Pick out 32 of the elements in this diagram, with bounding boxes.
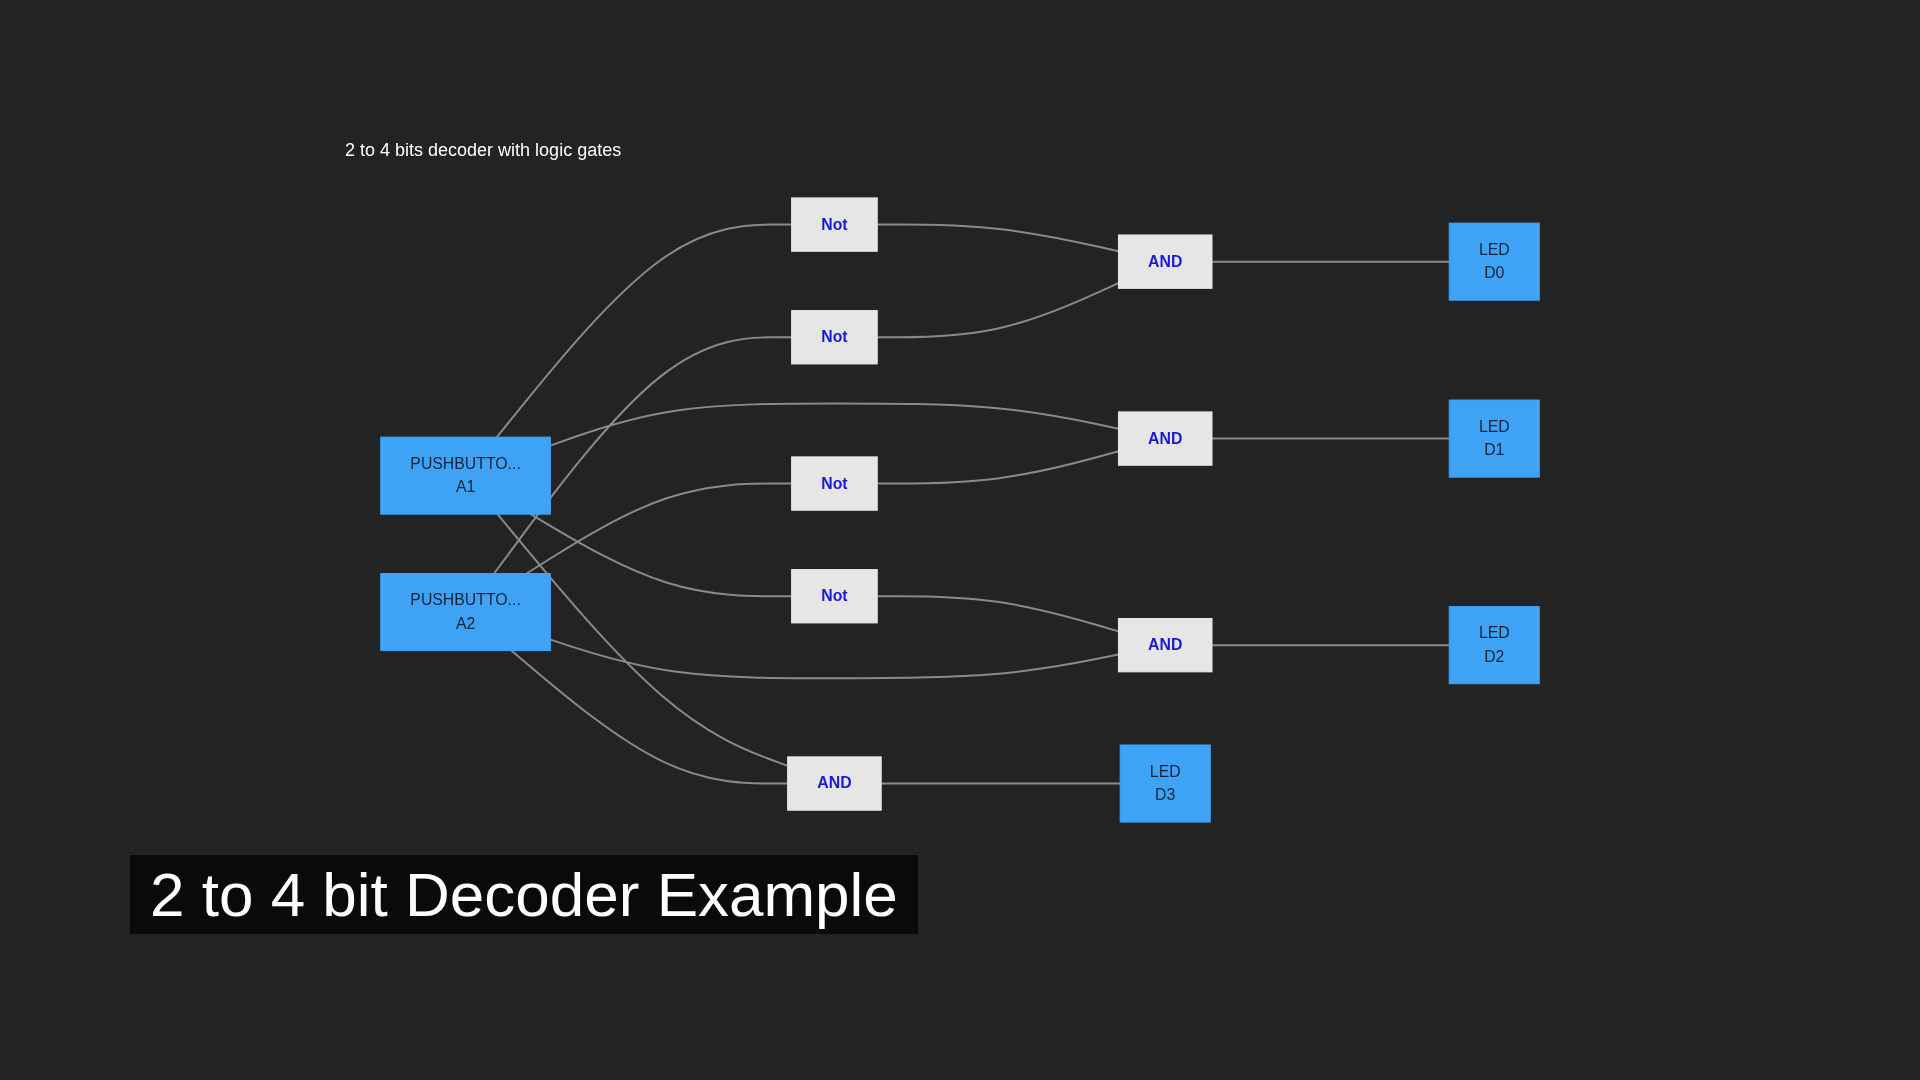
connector: [1211, 437, 1451, 440]
node-box: LED D2: [1448, 606, 1540, 685]
node-box: PUSHBUTTO... A2: [380, 573, 551, 652]
connector: [1211, 644, 1451, 647]
node-box: AND: [1117, 234, 1213, 289]
node-box: Not: [791, 310, 878, 365]
connector: [495, 223, 793, 439]
connector: [1211, 260, 1451, 263]
connector: [496, 513, 789, 767]
connector: [493, 336, 793, 575]
node-box: AND: [1117, 411, 1213, 466]
node-box: AND: [787, 756, 882, 811]
connector: [880, 782, 1122, 785]
connector: [876, 282, 1120, 339]
caption: 2 to 4 bit Decoder Example: [130, 855, 918, 934]
connector: [876, 595, 1120, 633]
node-box: LED D3: [1119, 744, 1211, 823]
node-box: LED D1: [1448, 399, 1540, 478]
connector: [549, 402, 1120, 447]
connector: [529, 513, 793, 598]
connector: [525, 482, 793, 575]
node-box: Not: [791, 197, 878, 252]
node-box: PUSHBUTTO... A1: [380, 436, 551, 515]
connector: [876, 450, 1120, 485]
node-box: AND: [1117, 618, 1213, 673]
diagram-title: 2 to 4 bits decoder with logic gates: [345, 140, 622, 161]
connector: [510, 649, 789, 785]
node-box: Not: [791, 456, 878, 511]
node-box: LED D0: [1448, 222, 1540, 301]
connector: [876, 223, 1120, 253]
connector: [549, 638, 1120, 680]
node-box: Not: [791, 569, 878, 624]
